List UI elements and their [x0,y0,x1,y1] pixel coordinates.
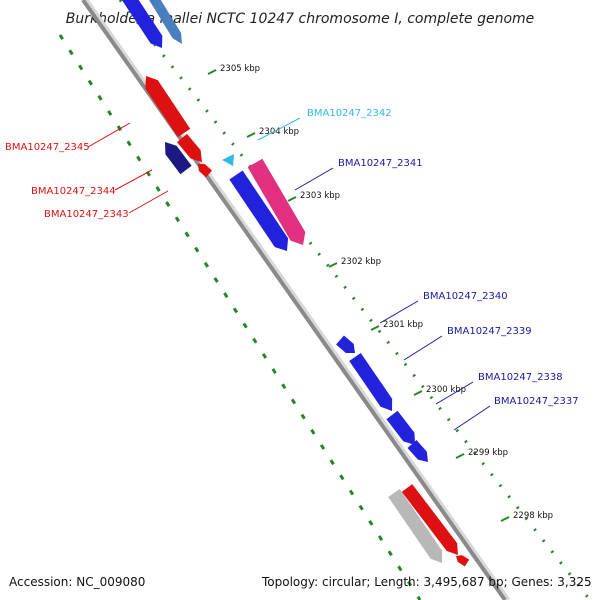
tick-label: 2301 kbp [383,320,423,330]
gene-arrow-2339 [349,353,393,411]
gene-labels: BMA10247_2345BMA10247_2344BMA10247_2343B… [5,108,579,431]
gene-arrow-2344-dark [165,142,192,175]
tick-mark [287,196,297,202]
gene-arrow-2343 [198,164,213,178]
gene-arrow-2345 [145,76,191,138]
gene-leader-line [294,167,334,191]
tick-label: 2298 kbp [513,511,553,521]
tick-label: 2303 kbp [300,191,340,201]
tick-mark [413,390,423,396]
tick-label: 2305 kbp [220,64,260,74]
tick-label: 2304 kbp [259,127,299,137]
gene-arrow-bottom-red [401,484,458,555]
gene-features [121,0,470,567]
gene-leader-line [87,122,131,148]
gene-leader-line [128,190,169,214]
gene-label[interactable]: BMA10247_2340 [423,291,508,302]
gene-label[interactable]: BMA10247_2342 [307,108,392,119]
tick-mark [328,262,338,268]
tick-guide-lines [58,0,592,600]
tick-mark [246,132,256,138]
gene-arrow-2344 [177,133,202,162]
gene-arrow-bottom-small [456,555,470,567]
tick-label: 2300 kbp [426,385,466,395]
gene-leader-line [379,300,419,324]
gene-arrow-top-b [149,0,182,44]
gene-arrow-2342 [222,154,234,166]
gene-label[interactable]: BMA10247_2343 [44,209,129,220]
gene-arrow-2337 [407,440,428,462]
accession-text: Accession: NC_009080 [9,575,145,589]
gene-leader-line [114,169,153,191]
gene-arrow-2338 [386,410,415,445]
gene-label[interactable]: BMA10247_2338 [478,372,563,383]
gene-label[interactable]: BMA10247_2339 [447,326,532,337]
inner-tick-guide [58,34,422,600]
gene-arrow-top-a [121,0,163,48]
gene-arrow-2340 [336,335,355,353]
tick-labels: 2305 kbp 2304 kbp 2303 kbp 2302 kbp 2301 kbp… [207,64,553,522]
tick-mark [370,325,380,331]
gene-arrow-2341 [229,170,289,251]
gene-leader-line [435,381,474,405]
gene-leader-line [403,335,443,361]
gene-label[interactable]: BMA10247_2345 [5,142,90,153]
gene-label[interactable]: BMA10247_2341 [338,158,423,169]
gene-label[interactable]: BMA10247_2337 [494,396,579,407]
tick-mark [207,69,217,75]
gene-leader-line [257,117,301,141]
gene-label[interactable]: BMA10247_2344 [31,186,116,197]
gene-arrow-2341-highlight [247,158,306,245]
gene-arrow-grey [388,489,443,563]
outer-tick-guide [118,0,592,600]
gene-leader-line [453,405,491,431]
map-title: Burkholderia mallei NCTC 10247 chromosom… [66,11,535,27]
tick-mark [455,453,465,459]
tick-mark [500,516,510,522]
tick-label: 2302 kbp [341,257,381,267]
tick-label: 2299 kbp [468,448,508,458]
topology-text: Topology: circular; Length: 3,495,687 bp… [261,575,592,589]
